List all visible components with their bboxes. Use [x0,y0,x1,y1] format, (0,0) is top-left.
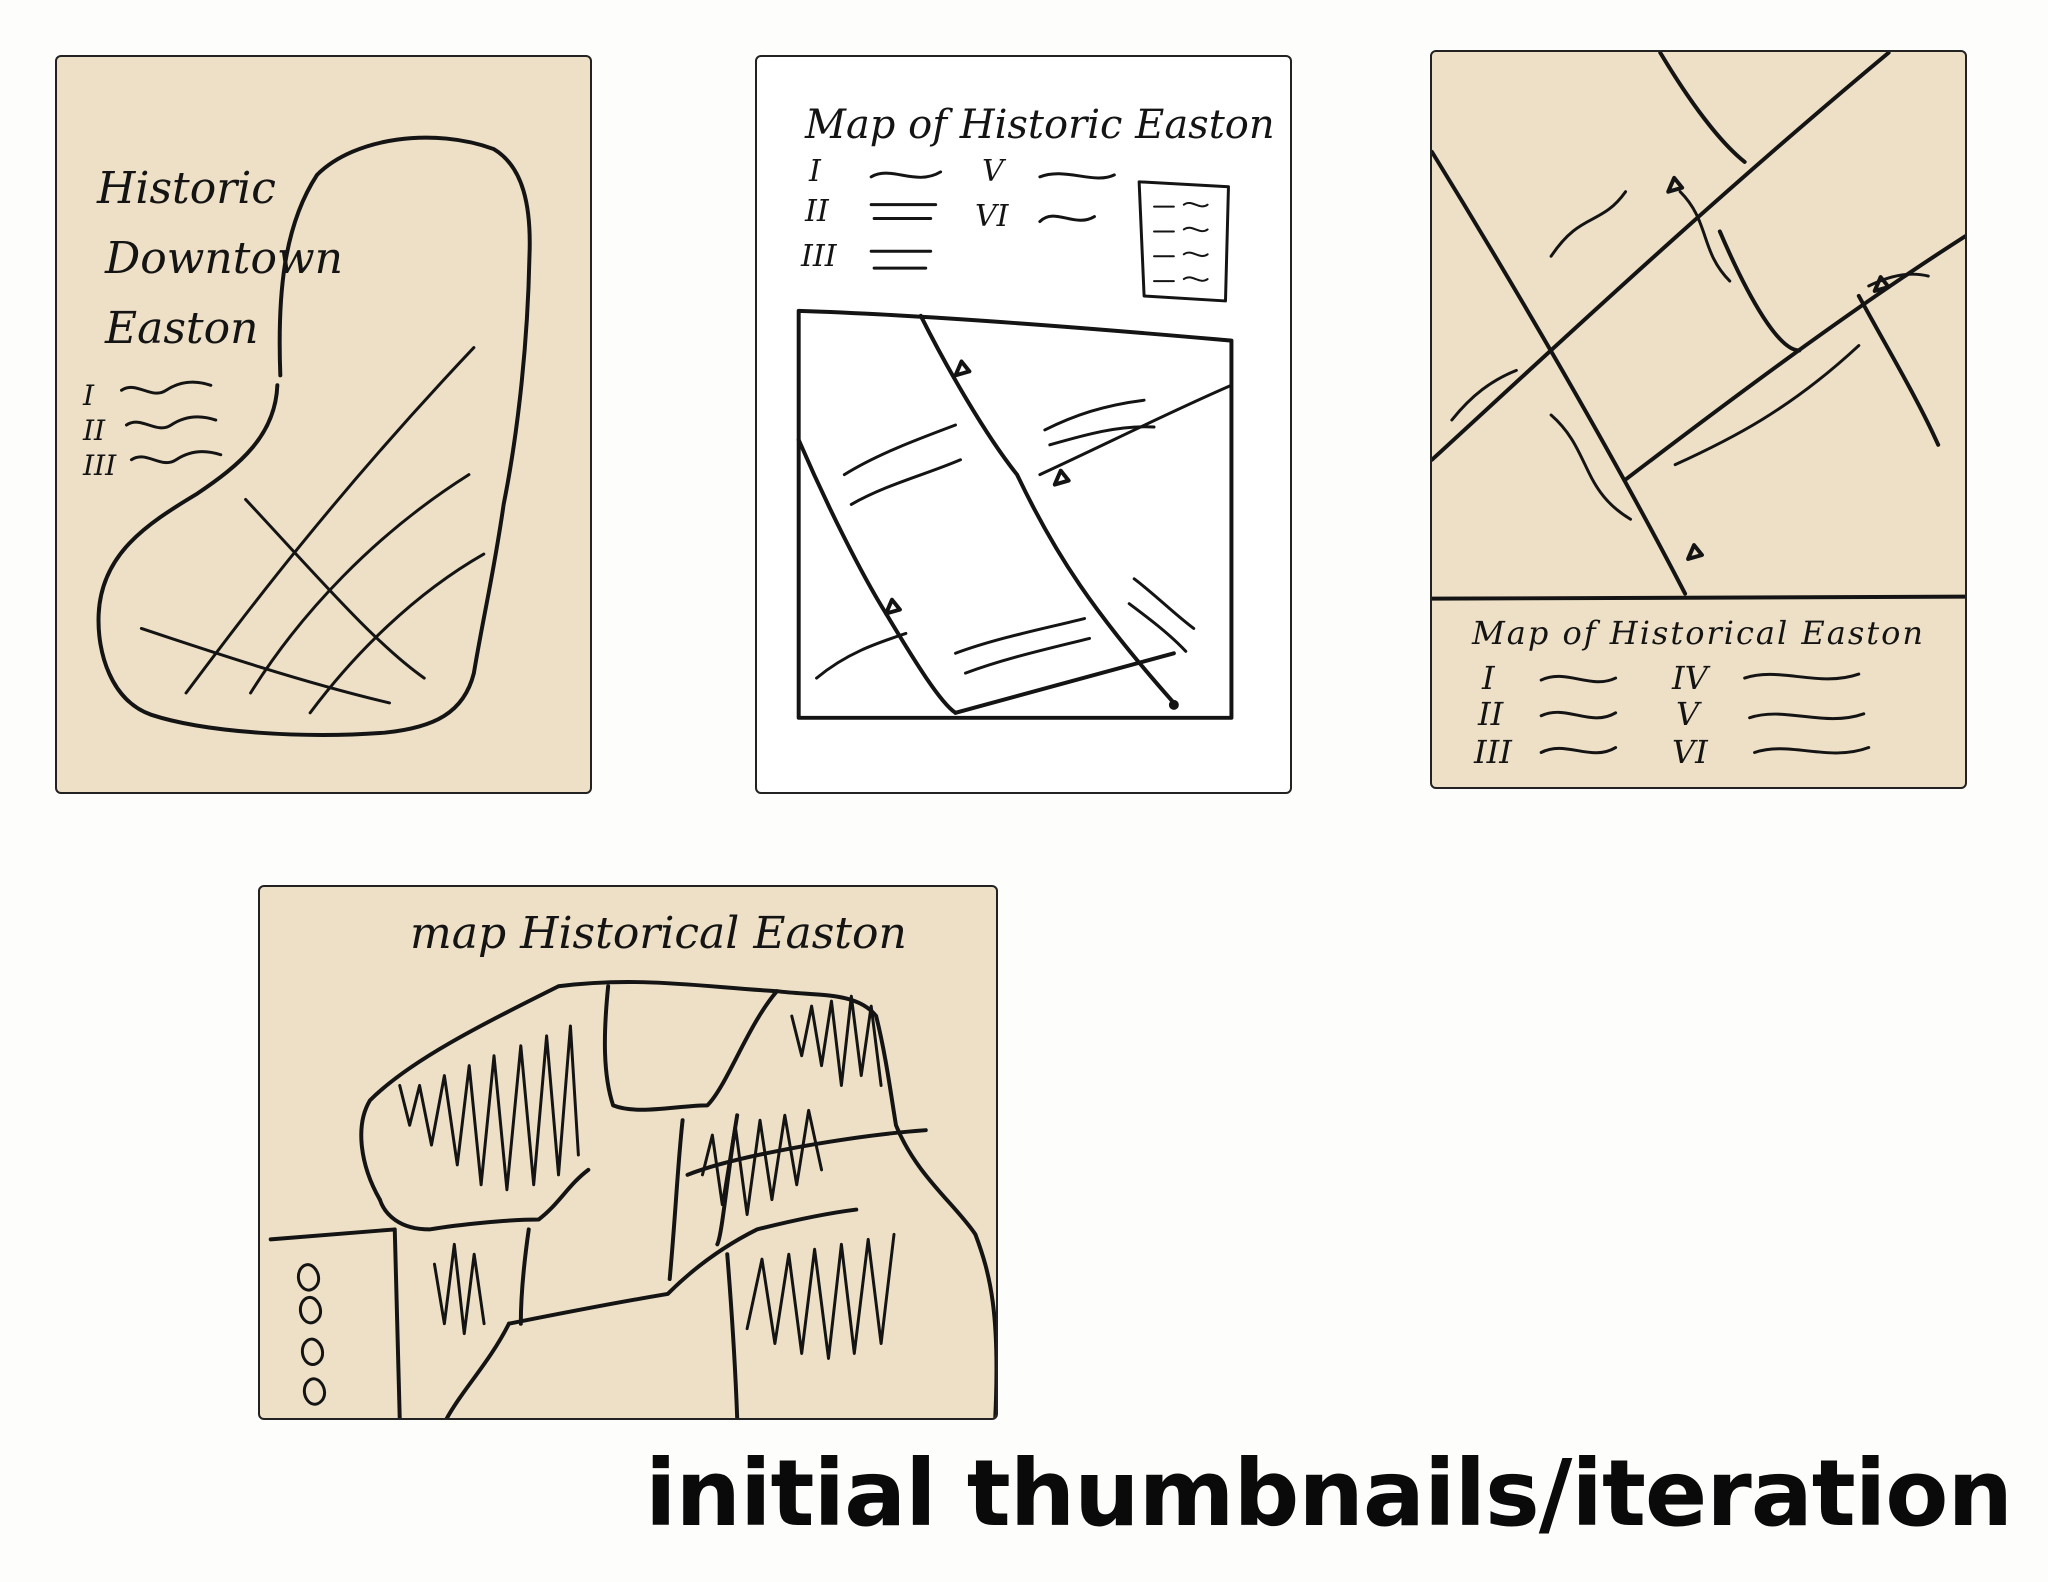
sketch-3-legend-1: I [1482,659,1495,697]
sketch-2-drawing [796,170,1234,720]
caption-title: initial thumbnails/iteration [644,1440,2013,1547]
sketch-1-title-line-2: Downtown [105,233,343,284]
sketch-3-legend-3: III [1474,733,1512,771]
sketch-2-legend-4: V [982,154,1004,189]
thumbnail-sketch-1: Historic Downtown Easton I II III [55,55,592,794]
thumbnail-sketch-4: map Historical Easton [258,885,998,1420]
sketch-2-legend-5: VI [975,199,1009,234]
sketch-3-drawing [1432,52,1965,755]
sketch-1-title-line-1: Historic [97,163,276,214]
sketch-2-legend-2: II [805,194,829,229]
sketch-3-legend-6: VI [1672,733,1708,771]
sketch-3-title: Map of Historical Easton [1472,614,1925,652]
thumbnail-sketch-2: Map of Historic Easton I II III V VI [755,55,1292,794]
sketch-1-legend-3: III [83,449,117,482]
sketch-2-title: Map of Historic Easton [805,102,1275,148]
sketch-3-legend-5: V [1676,695,1700,733]
sketch-1-legend-2: II [83,414,106,447]
sketch-3-legend-2: II [1478,695,1504,733]
thumbnail-sketch-3: Map of Historical Easton I II III IV V V… [1430,50,1967,789]
sketch-1-legend-1: I [83,379,95,412]
sketch-4-title: map Historical Easton [410,908,907,959]
sketch-2-legend-1: I [809,154,821,189]
sketch-1-drawing [96,135,532,737]
sketch-1-title-line-3: Easton [105,303,259,354]
sketch-2-legend-3: III [801,239,837,274]
sketch-4-drawing [268,980,996,1418]
sketch-3-legend-4: IV [1672,659,1708,697]
